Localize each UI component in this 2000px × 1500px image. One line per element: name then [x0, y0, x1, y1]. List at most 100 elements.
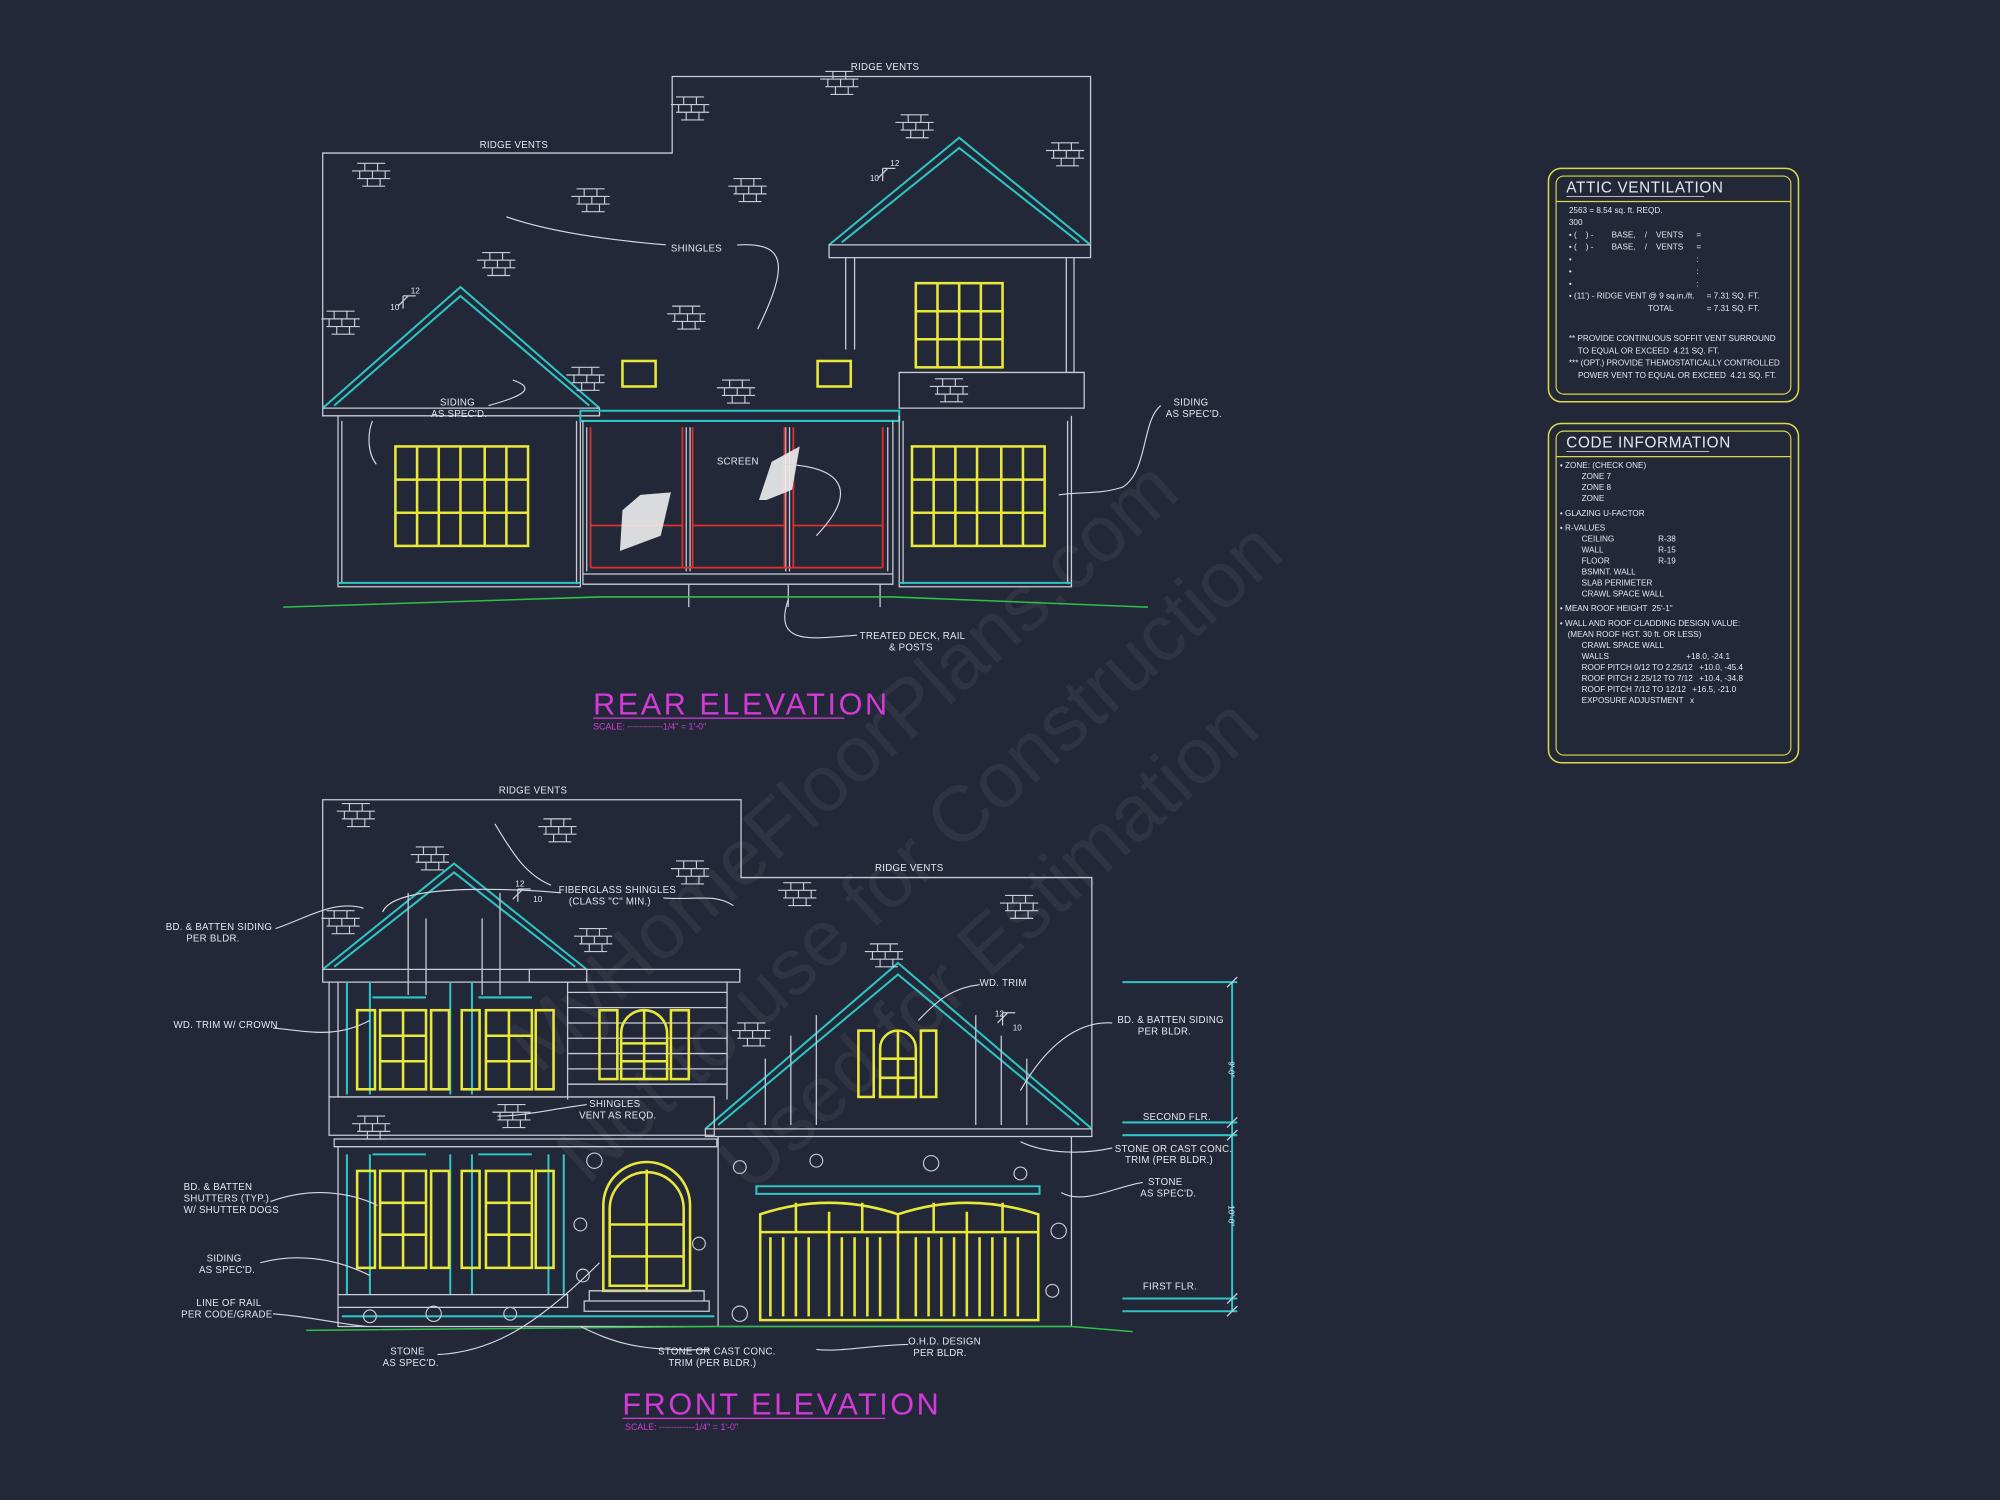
label-stone-trim: TRIM (PER BLDR.): [668, 1358, 756, 1369]
code-item: CRAWL SPACE WALL: [1582, 641, 1665, 650]
attic-line: *** (OPT.) PROVIDE THEMOSTATICALLY CONTR…: [1569, 359, 1780, 368]
stone-hatch: [362, 1152, 1067, 1324]
label-ridge-vents: RIDGE VENTS: [499, 785, 568, 796]
label-screen: SCREEN: [717, 456, 759, 467]
label-shutters: W/ SHUTTER DOGS: [184, 1205, 280, 1216]
code-item-value: +10.4, -34.8: [1699, 674, 1743, 683]
attic-line-value: =: [1696, 243, 1701, 252]
attic-line: • (11') - RIDGE VENT @ 9 sq.in./ft.: [1569, 292, 1695, 301]
code-item: CRAWL SPACE WALL: [1582, 589, 1665, 598]
label-stone: STONE: [1148, 1177, 1183, 1188]
window: [910, 445, 1046, 548]
label-siding: SIDING: [207, 1253, 242, 1264]
attic-line-value: =: [1696, 230, 1701, 239]
window: [394, 445, 530, 548]
label-stone: AS SPEC'D.: [1140, 1188, 1196, 1199]
attic-line: TO EQUAL OR EXCEED 4.21 SQ. FT.: [1569, 346, 1719, 355]
attic-line: •: [1569, 255, 1572, 264]
label-stone-trim: STONE OR CAST CONC.: [658, 1347, 776, 1358]
code-item-value: R-15: [1658, 546, 1676, 555]
dimension-9ft: 9'-0": [1226, 1061, 1235, 1077]
label-bd-batten-siding: PER BLDR.: [186, 933, 239, 944]
window: [619, 1009, 669, 1081]
label-stone-trim: STONE OR CAST CONC.: [1115, 1144, 1233, 1155]
window: [378, 1008, 428, 1091]
label-line-of-rail: LINE OF RAIL: [196, 1298, 261, 1309]
attic-line: POWER VENT TO EQUAL OR EXCEED 4.21 SQ. F…: [1569, 371, 1776, 380]
code-item: ZONE 8: [1582, 483, 1612, 492]
attic-line: ** PROVIDE CONTINUOUS SOFFIT VENT SURROU…: [1569, 334, 1776, 343]
front-elevation-title: FRONT ELEVATION: [622, 1388, 941, 1422]
window: [378, 1169, 428, 1270]
label-shutters: SHUTTERS (TYP.): [184, 1194, 269, 1205]
code-item: ZONE: [1582, 494, 1605, 503]
window: [914, 281, 1004, 369]
attic-line-value: :: [1696, 279, 1698, 288]
label-fiberglass-shingles: (CLASS "C" MIN.): [569, 896, 651, 907]
label-fiberglass-shingles: FIBERGLASS SHINGLES: [559, 885, 677, 896]
label-siding: SIDING: [440, 398, 475, 409]
label-ohd-design: PER BLDR.: [913, 1348, 966, 1359]
code-item: FLOOR: [1582, 557, 1610, 566]
window: [878, 1029, 918, 1099]
label-stone: AS SPEC'D.: [383, 1358, 439, 1369]
code-item: WALL: [1582, 546, 1604, 555]
code-item: EXPOSURE ADJUSTMENT: [1582, 696, 1684, 705]
label-siding: AS SPEC'D.: [1166, 409, 1222, 420]
label-wd-trim: WD. TRIM: [980, 978, 1027, 989]
front-elevation-scale: SCALE: ------------1/4" = 1'-0": [625, 1422, 738, 1432]
label-bd-batten-siding: PER BLDR.: [1138, 1026, 1191, 1037]
dimension-line: 9'-0" 10'-0": [1122, 976, 1238, 1317]
code-section: • MEAN ROOF HEIGHT 25'-1": [1560, 604, 1673, 613]
code-item: (MEAN ROOF HGT. 30 ft. OR LESS): [1568, 630, 1702, 639]
code-item: ROOF PITCH 0/12 TO 2.25/12: [1582, 663, 1694, 672]
dimension-10ft: 10'-0": [1226, 1205, 1235, 1226]
attic-vent: [621, 359, 657, 388]
code-item-value: R-38: [1658, 535, 1676, 544]
pitch-run: 10: [1013, 1024, 1023, 1033]
attic-line: TOTAL: [1569, 304, 1674, 313]
screen-reflection: [619, 492, 671, 552]
pitch-rise: 12: [995, 1010, 1005, 1019]
label-siding: AS SPEC'D.: [199, 1265, 255, 1276]
code-section: • R-VALUES: [1560, 524, 1606, 533]
attic-line: 300: [1569, 218, 1583, 227]
label-bd-batten-siding: BD. & BATTEN SIDING: [166, 922, 272, 933]
code-item: CEILING: [1582, 535, 1615, 544]
label-shutters: BD. & BATTEN: [184, 1182, 253, 1193]
shutter: [355, 1008, 938, 1270]
code-item: ROOF PITCH 7/12 TO 12/12: [1582, 685, 1687, 694]
code-item: WALLS: [1582, 652, 1610, 661]
label-second-floor: SECOND FLR.: [1143, 1112, 1211, 1123]
code-item-value: R-19: [1658, 557, 1676, 566]
front-elevation: 12 10 12 10 9'-0" 10'-0" RIDGE VENTS RID…: [166, 785, 1238, 1432]
attic-line-value: = 7.31 SQ. FT.: [1707, 304, 1760, 313]
rear-elevation-scale: SCALE: ------------1/4" = 1'-0": [593, 722, 706, 732]
code-item: BSMNT. WALL: [1582, 567, 1637, 576]
watermark-text: MyHomeFloorPlans.com: [491, 443, 1194, 1088]
code-information-box: CODE INFORMATION • ZONE: (CHECK ONE)ZONE…: [1547, 422, 1800, 764]
pitch-rise: 12: [411, 286, 421, 295]
label-wd-trim-crown: WD. TRIM W/ CROWN: [173, 1020, 277, 1031]
code-section: • ZONE: (CHECK ONE): [1560, 461, 1647, 470]
label-deck: & POSTS: [889, 643, 933, 654]
code-item: ROOF PITCH 2.25/12 TO 7/12: [1582, 674, 1694, 683]
attic-line-value: :: [1696, 267, 1698, 276]
code-item-value: +10.0, -45.4: [1699, 663, 1743, 672]
window: [484, 1169, 534, 1270]
code-item-value: +16.5, -21.0: [1692, 685, 1736, 694]
attic-line-value: = 7.31 SQ. FT.: [1707, 292, 1760, 301]
roof-shingle-hatch: [320, 70, 1085, 404]
pitch-rise: 12: [890, 159, 900, 168]
attic-ventilation-box: ATTIC VENTILATION 2563 = 8.54 sq. ft. RE…: [1547, 167, 1800, 403]
attic-ventilation-title: ATTIC VENTILATION: [1566, 180, 1723, 197]
screen-reflection: [758, 446, 800, 500]
label-ridge-vents: RIDGE VENTS: [875, 863, 944, 874]
pitch-run: 10: [533, 895, 543, 904]
code-section: • WALL AND ROOF CLADDING DESIGN VALUE:: [1560, 619, 1740, 628]
label-ridge-vents: RIDGE VENTS: [851, 62, 920, 73]
label-ridge-vents: RIDGE VENTS: [480, 140, 549, 151]
pitch-run: 10: [390, 303, 400, 312]
label-stone-trim: TRIM (PER BLDR.): [1125, 1155, 1213, 1166]
